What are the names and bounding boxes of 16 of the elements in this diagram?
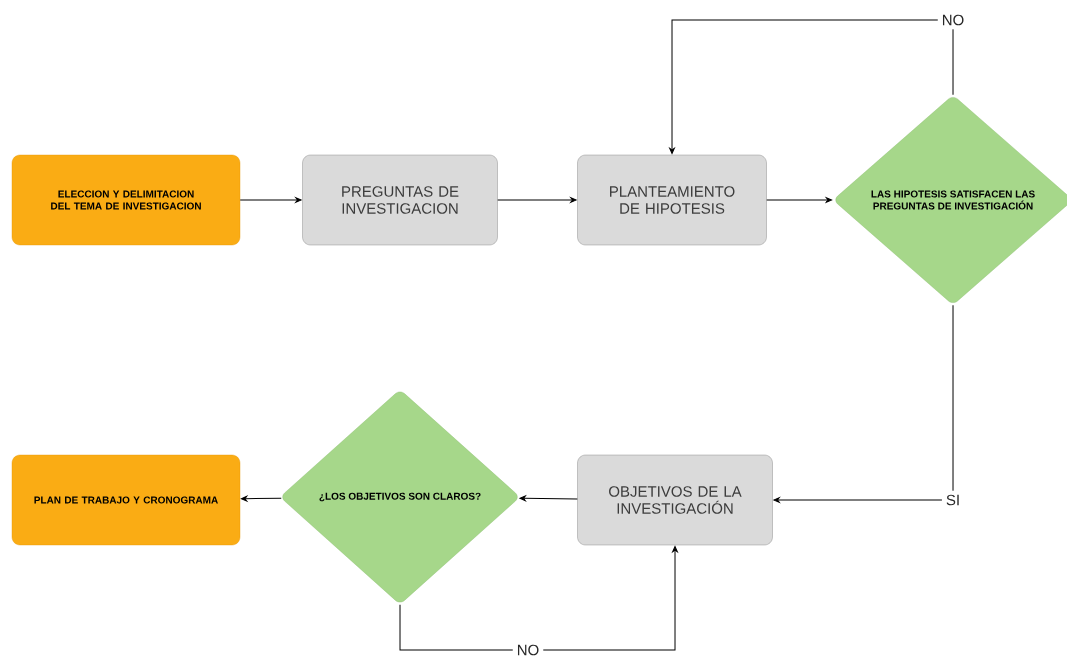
edge-label: NO — [937, 10, 969, 30]
arrow — [240, 495, 282, 502]
edge-label: SI — [941, 490, 965, 510]
arrow — [766, 197, 833, 203]
arrow — [669, 19, 954, 155]
arrow — [773, 304, 954, 503]
terminal-box: ELECCION Y DELIMITACION DEL TEMA DE INVESTIGACION — [11, 154, 241, 246]
edge-label: NO — [512, 640, 544, 657]
process-box: OBJETIVOS DE LA INVESTIGACIÓN — [577, 454, 773, 546]
process-box: PREGUNTAS DE INVESTIGACION — [302, 154, 498, 246]
arrow — [497, 197, 577, 203]
arrow — [239, 197, 302, 203]
arrow — [399, 545, 678, 651]
terminal-box: PLAN DE TRABAJO Y CRONOGRAMA — [11, 454, 241, 546]
process-box: PLANTEAMIENTO DE HIPOTESIS — [577, 154, 767, 246]
arrow — [519, 495, 578, 502]
